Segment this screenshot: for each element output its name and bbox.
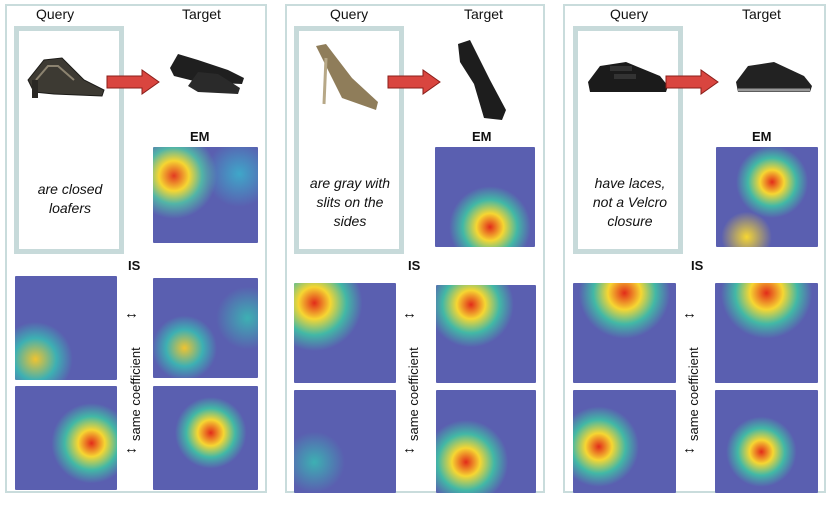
arrow-icon bbox=[665, 69, 719, 95]
is-heatmap-target-2 bbox=[715, 390, 818, 493]
is-heatmap-query-2 bbox=[573, 390, 676, 493]
double-arrow-icon: ↔ bbox=[682, 440, 697, 457]
arrow-icon bbox=[387, 69, 441, 95]
same-coefficient-label: same coefficient bbox=[406, 347, 421, 441]
em-heatmap bbox=[435, 147, 535, 247]
is-heatmap-target-1 bbox=[715, 283, 818, 383]
query-sandal-image bbox=[27, 57, 105, 98]
is-heatmap-target-1 bbox=[436, 285, 536, 383]
em-heatmap bbox=[153, 147, 258, 243]
is-heatmap-query-1 bbox=[294, 283, 396, 383]
query-text: are closed loafers bbox=[37, 181, 103, 216]
target-heel-image bbox=[458, 40, 506, 120]
query-text: are gray with slits on the sides bbox=[309, 175, 391, 229]
em-label: EM bbox=[472, 129, 492, 144]
double-arrow-icon: ↔ bbox=[402, 305, 417, 322]
target-loafer-image bbox=[170, 54, 244, 94]
is-heatmap-query-1 bbox=[15, 276, 117, 380]
query-velcro-shoe-image bbox=[588, 62, 668, 92]
arrow-icon bbox=[106, 69, 160, 95]
query-box bbox=[294, 26, 404, 254]
is-heatmap-query-2 bbox=[15, 386, 117, 490]
double-arrow-icon: ↔ bbox=[402, 440, 417, 457]
double-arrow-icon: ↔ bbox=[682, 305, 697, 322]
same-coefficient-label: same coefficient bbox=[686, 347, 701, 441]
query-text: have laces, not a Velcro closure bbox=[592, 175, 668, 229]
is-label: IS bbox=[691, 258, 704, 273]
em-label: EM bbox=[752, 129, 772, 144]
is-heatmap-query-1 bbox=[573, 283, 676, 383]
target-header: Target bbox=[182, 6, 221, 22]
query-header: Query bbox=[330, 6, 369, 22]
query-heel-image bbox=[316, 44, 378, 110]
em-heatmap bbox=[716, 147, 818, 247]
same-coefficient-label: same coefficient bbox=[128, 347, 143, 441]
target-header: Target bbox=[742, 6, 781, 22]
target-lace-shoe-image bbox=[736, 62, 812, 92]
target-header: Target bbox=[464, 6, 503, 22]
is-label: IS bbox=[128, 258, 141, 273]
is-label: IS bbox=[408, 258, 421, 273]
is-heatmap-target-2 bbox=[436, 390, 536, 493]
query-box bbox=[14, 26, 124, 254]
query-header: Query bbox=[610, 6, 649, 22]
is-heatmap-target-2 bbox=[153, 386, 258, 490]
query-header: Query bbox=[36, 6, 75, 22]
em-label: EM bbox=[190, 129, 210, 144]
double-arrow-icon: ↔ bbox=[124, 305, 139, 322]
is-heatmap-target-1 bbox=[153, 278, 258, 378]
double-arrow-icon: ↔ bbox=[124, 440, 139, 457]
is-heatmap-query-2 bbox=[294, 390, 396, 493]
